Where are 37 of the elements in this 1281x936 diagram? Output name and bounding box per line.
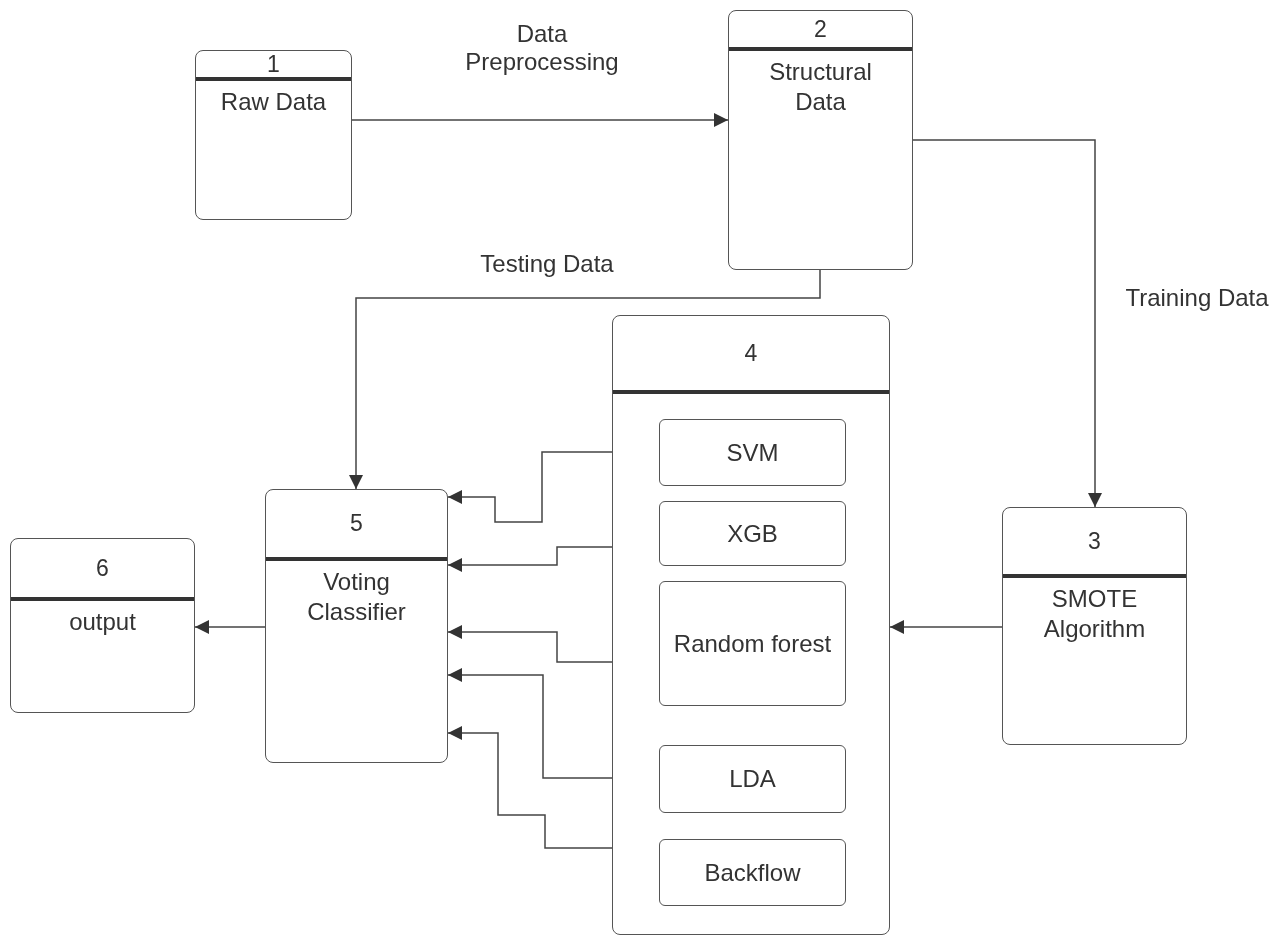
step-title: Structural Data bbox=[768, 57, 873, 117]
process-box bbox=[1002, 507, 1187, 745]
arrow bbox=[889, 620, 1003, 634]
step-number: 6 bbox=[96, 554, 109, 582]
process-box bbox=[10, 538, 195, 713]
arrow bbox=[447, 726, 613, 849]
model-name: SVM bbox=[726, 437, 779, 468]
step-number: 5 bbox=[350, 510, 363, 537]
model-box bbox=[659, 419, 846, 486]
arrow bbox=[447, 451, 613, 523]
step-number: 4 bbox=[744, 339, 758, 367]
model-name: LDA bbox=[729, 764, 776, 794]
process-box bbox=[612, 315, 890, 935]
step-number: 1 bbox=[267, 50, 280, 78]
step-title: output bbox=[69, 607, 136, 637]
process-box bbox=[728, 10, 913, 270]
model-box bbox=[659, 501, 846, 566]
model-name: Backflow bbox=[704, 857, 801, 888]
arrow bbox=[351, 113, 729, 127]
model-name: XGB bbox=[727, 518, 778, 549]
step-title: SMOTE Algorithm bbox=[1042, 584, 1147, 644]
arrow bbox=[349, 269, 821, 490]
model-box bbox=[659, 839, 846, 906]
arrow bbox=[447, 625, 613, 663]
step-title: Raw Data bbox=[220, 87, 327, 117]
process-box bbox=[195, 50, 352, 220]
step-title: Voting Classifier bbox=[306, 567, 407, 627]
step-number: 3 bbox=[1088, 527, 1101, 555]
arrow bbox=[447, 546, 613, 572]
process-box bbox=[265, 489, 448, 763]
model-box bbox=[659, 581, 846, 706]
model-box bbox=[659, 745, 846, 813]
arrow bbox=[912, 139, 1102, 508]
arrow bbox=[447, 668, 613, 779]
model-name: Random forest bbox=[673, 628, 832, 659]
arrow bbox=[194, 620, 266, 634]
step-number: 2 bbox=[814, 15, 827, 43]
